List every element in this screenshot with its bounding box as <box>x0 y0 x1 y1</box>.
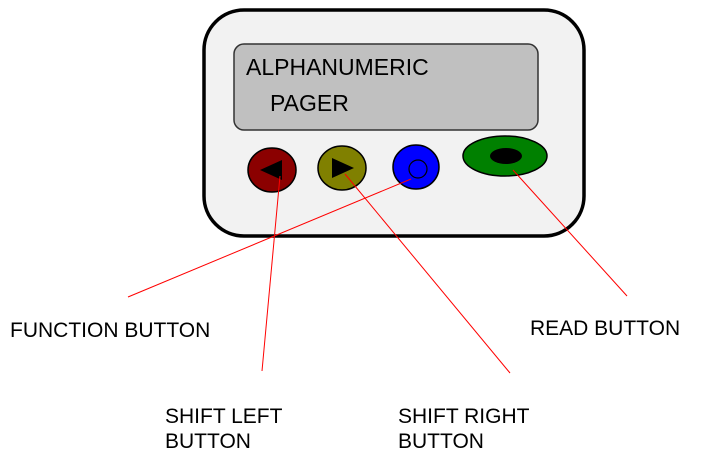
shift-right-label-line-2: BUTTON <box>398 430 484 453</box>
read-button[interactable] <box>462 135 548 177</box>
screen-line-2: PAGER <box>270 90 349 116</box>
read-button-label: READ BUTTON <box>530 317 681 340</box>
circle-outline-icon <box>408 159 428 179</box>
shift-left-button[interactable] <box>247 147 297 193</box>
shift-right-leader-line <box>344 173 511 374</box>
function-button[interactable] <box>392 144 440 190</box>
pager-screen <box>233 43 539 131</box>
shift-left-label-line-1: SHIFT LEFT <box>165 405 283 428</box>
left-triangle-icon <box>260 160 282 180</box>
screen-line-1: ALPHANUMERIC <box>246 54 429 80</box>
shift-left-label-line-2: BUTTON <box>165 430 251 453</box>
function-button-label: FUNCTION BUTTON <box>10 319 211 342</box>
shift-left-leader-line <box>261 175 281 372</box>
shift-right-label-line-1: SHIFT RIGHT <box>398 405 530 428</box>
oval-dot-icon <box>490 148 522 164</box>
right-triangle-icon <box>332 158 354 178</box>
function-leader-line <box>127 178 412 298</box>
read-leader-line <box>512 169 628 297</box>
shift-right-button[interactable] <box>317 145 367 191</box>
